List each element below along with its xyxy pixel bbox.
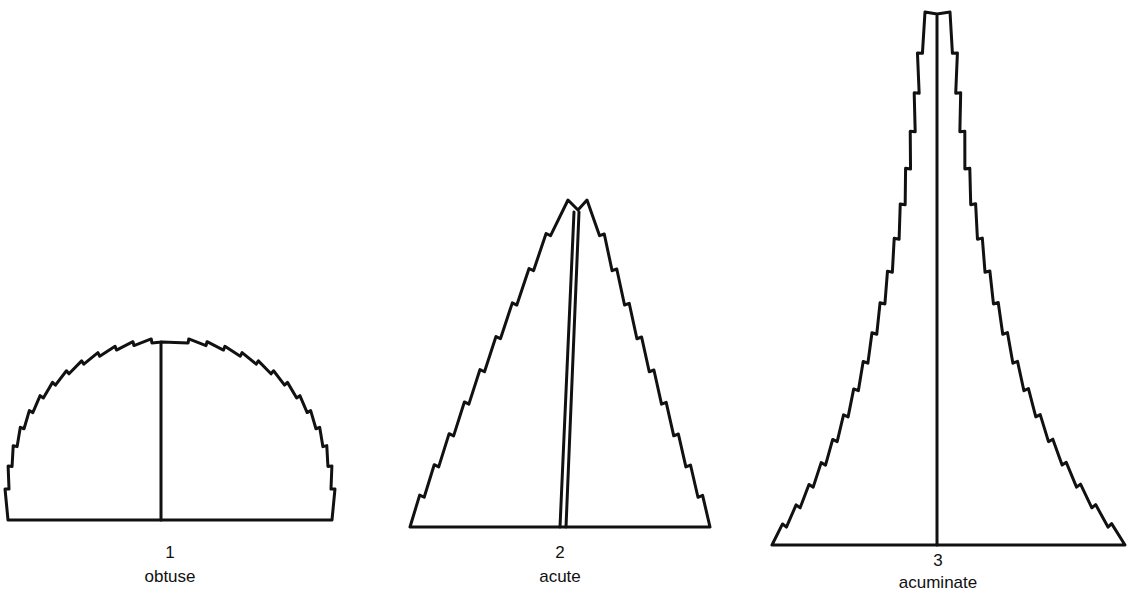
- acuminate-apex-outline: [772, 12, 1125, 545]
- apex-type-label: obtuse: [144, 568, 195, 587]
- apex-type-label: acuminate: [899, 574, 977, 593]
- midrib-line: [160, 342, 163, 520]
- obtuse-apex-outline: [5, 339, 335, 520]
- figure-number: 2: [555, 544, 564, 563]
- midrib-line: [936, 16, 939, 545]
- figure-number: 1: [165, 544, 174, 563]
- midrib-line: [566, 212, 579, 527]
- acute-apex-outline: [410, 200, 710, 527]
- figure-number: 3: [933, 552, 942, 571]
- apex-type-label: acute: [539, 568, 581, 587]
